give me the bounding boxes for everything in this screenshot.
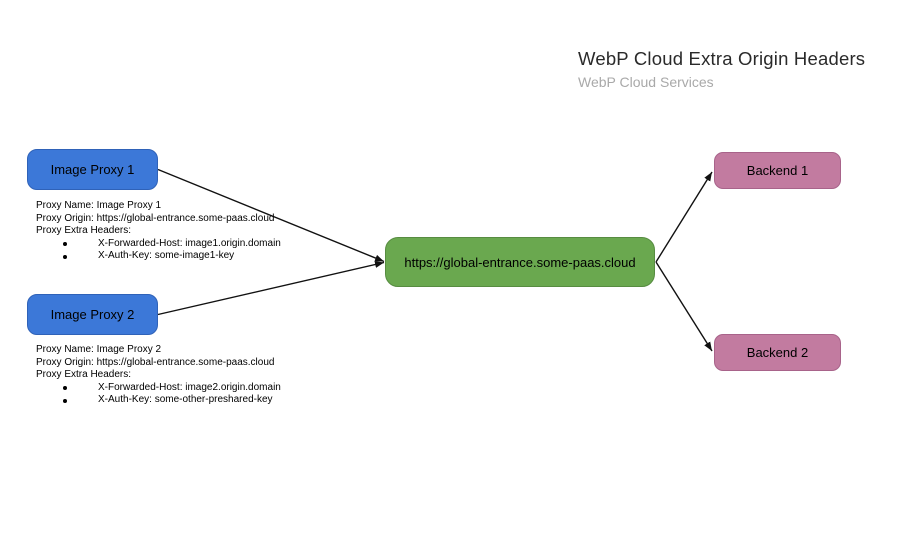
node-label: https://global-entrance.some-paas.cloud — [404, 254, 636, 270]
header-bullet: X-Auth-Key: some-other-preshared-key — [36, 394, 281, 407]
node-label: Image Proxy 1 — [50, 162, 135, 177]
bullet-text: X-Forwarded-Host: image1.origin.domain — [98, 237, 281, 249]
arrow-entrance-to-backend2 — [655, 261, 713, 352]
proxy-origin-line: Proxy Origin: https://global-entrance.so… — [36, 212, 275, 224]
proxy-name-line: Proxy Name: Image Proxy 2 — [36, 344, 162, 355]
arrow-proxy2-to-entrance — [157, 261, 385, 316]
bullet-dot-icon — [63, 398, 67, 403]
title-block: WebP Cloud Extra Origin Headers WebP Clo… — [578, 48, 865, 90]
bullet-dot-icon — [63, 254, 67, 259]
node-label: Image Proxy 2 — [50, 307, 135, 322]
node-backend-2: Backend 2 — [714, 334, 841, 371]
bullet-text: X-Auth-Key: some-other-preshared-key — [98, 394, 273, 405]
proxy1-details: Proxy Name: Image Proxy 1 Proxy Origin: … — [36, 200, 281, 263]
node-label: Backend 2 — [746, 345, 809, 360]
node-global-entrance: https://global-entrance.some-paas.cloud — [385, 237, 655, 287]
bullet-dot-icon — [63, 242, 67, 246]
page-title: WebP Cloud Extra Origin Headers — [578, 48, 866, 69]
node-label: Backend 1 — [746, 163, 809, 178]
proxy-origin-line: Proxy Origin: https://global-entrance.so… — [36, 356, 275, 368]
header-bullet: X-Forwarded-Host: image2.origin.domain — [36, 382, 281, 395]
proxy-headers-line: Proxy Extra Headers: — [36, 369, 132, 380]
page-subtitle: WebP Cloud Services — [578, 74, 714, 90]
proxy-headers-line: Proxy Extra Headers: — [36, 225, 132, 236]
node-image-proxy-2: Image Proxy 2 — [27, 294, 158, 335]
bullet-text: X-Forwarded-Host: image2.origin.domain — [98, 381, 281, 393]
arrow-entrance-to-backend1 — [655, 171, 713, 263]
proxy-name-line: Proxy Name: Image Proxy 1 — [36, 200, 162, 211]
header-bullet: X-Forwarded-Host: image1.origin.domain — [36, 238, 281, 251]
header-bullet: X-Auth-Key: some-image1-key — [36, 250, 281, 263]
bullet-dot-icon — [63, 386, 67, 390]
node-backend-1: Backend 1 — [714, 152, 841, 189]
bullet-text: X-Auth-Key: some-image1-key — [98, 250, 235, 261]
node-image-proxy-1: Image Proxy 1 — [27, 149, 158, 190]
proxy2-details: Proxy Name: Image Proxy 2 Proxy Origin: … — [36, 344, 281, 407]
